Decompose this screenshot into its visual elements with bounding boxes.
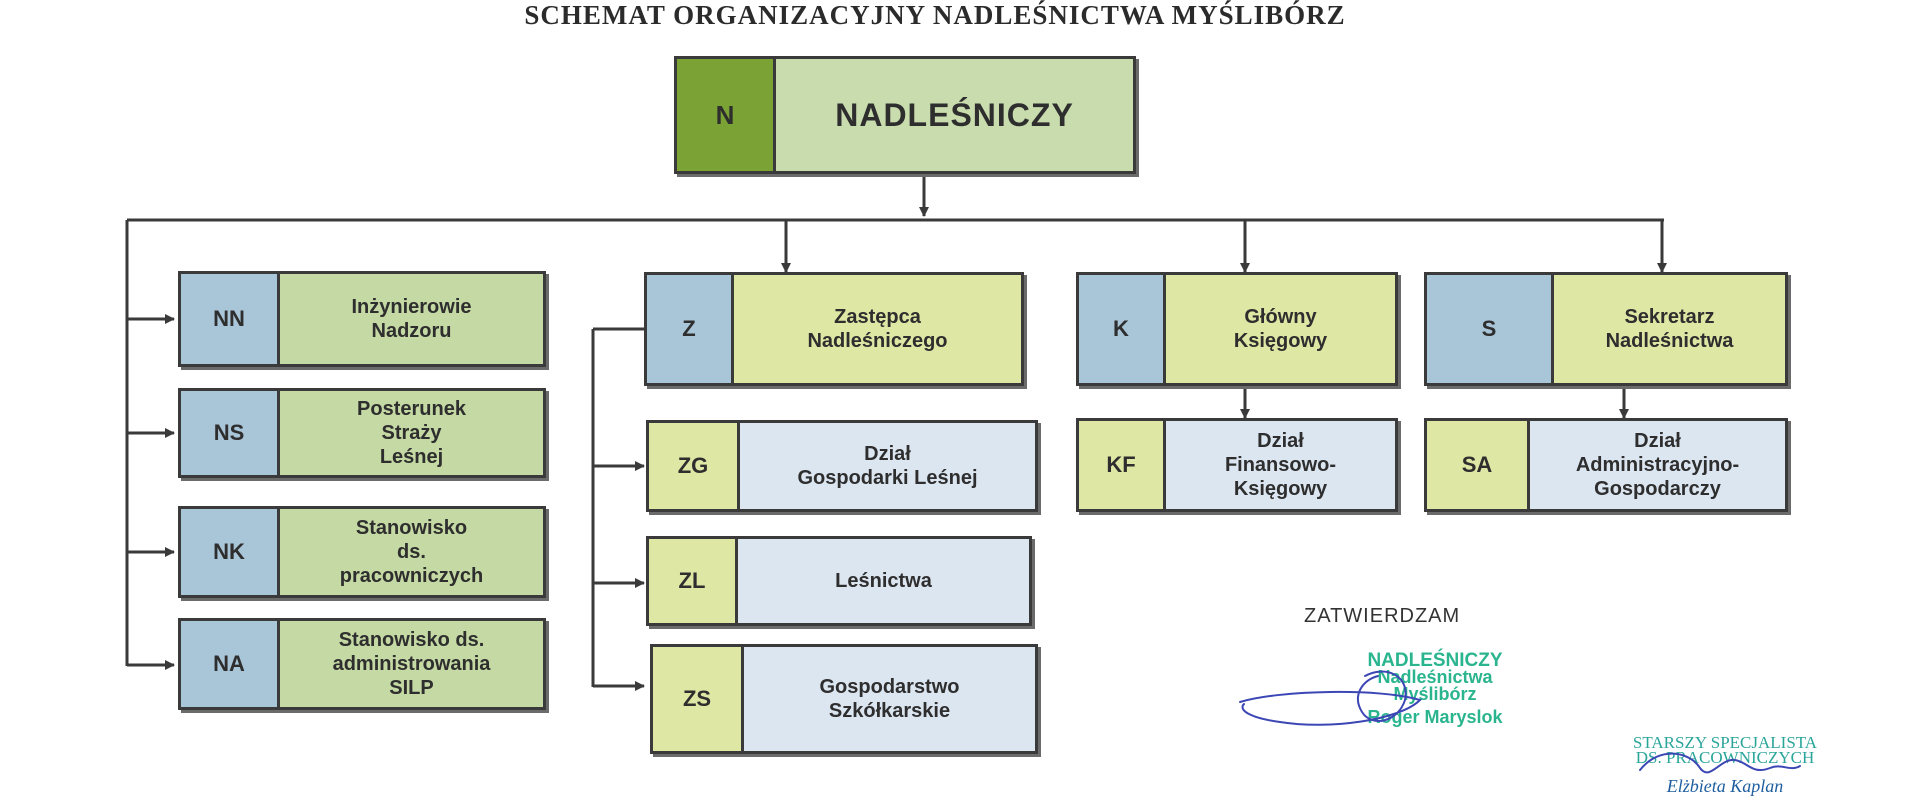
unit-zg: ZG Dział Gospodarki Leśnej: [646, 420, 1038, 512]
unit-zs: ZS Gospodarstwo Szkółkarskie: [650, 644, 1038, 754]
unit-code: ZG: [649, 423, 740, 509]
unit-code: NN: [181, 274, 280, 364]
unit-code: NA: [181, 621, 280, 707]
stamp-line: Nadleśnictwa: [1377, 667, 1493, 687]
unit-code: S: [1427, 275, 1554, 383]
unit-name: Dział Finansowo- Księgowy: [1166, 421, 1395, 509]
unit-name: Stanowisko ds. administrowania SILP: [280, 621, 543, 707]
unit-nk: NK Stanowisko ds. pracowniczych: [178, 506, 546, 598]
unit-name: Posterunek Straży Leśnej: [280, 391, 543, 475]
unit-ns: NS Posterunek Straży Leśnej: [178, 388, 546, 478]
unit-code: K: [1079, 275, 1166, 383]
unit-nn: NN Inżynierowie Nadzoru: [178, 271, 546, 367]
unit-name: Dział Gospodarki Leśnej: [740, 423, 1035, 509]
unit-s: S Sekretarz Nadleśnictwa: [1424, 272, 1788, 386]
unit-k: K Główny Księgowy: [1076, 272, 1398, 386]
unit-name: Sekretarz Nadleśnictwa: [1554, 275, 1785, 383]
stamp-name: Elżbieta Kaplan: [1666, 776, 1784, 796]
chart-title: SCHEMAT ORGANIZACYJNY NADLEŚNICTWA MYŚLI…: [524, 0, 1346, 30]
unit-code: NS: [181, 391, 280, 475]
unit-name: Główny Księgowy: [1166, 275, 1395, 383]
stamp-line: STARSZY SPECJALISTA: [1632, 733, 1818, 752]
unit-name: Gospodarstwo Szkółkarskie: [744, 647, 1035, 751]
unit-code: Z: [647, 275, 734, 383]
unit-code: KF: [1079, 421, 1166, 509]
specialist-signature: [1639, 752, 1801, 774]
unit-kf: KF Dział Finansowo- Księgowy: [1076, 418, 1398, 512]
unit-zl: ZL Leśnictwa: [646, 536, 1032, 626]
unit-code: ZL: [649, 539, 738, 623]
unit-na: NA Stanowisko ds. administrowania SILP: [178, 618, 546, 710]
director-signature: [1239, 670, 1422, 726]
unit-name: NADLEŚNICZY: [776, 59, 1133, 171]
specialist-stamp: STARSZY SPECJALISTA DS. PRACOWNICZYCH El…: [1575, 733, 1875, 796]
unit-z: Z Zastępca Nadleśniczego: [644, 272, 1024, 386]
unit-name: Zastępca Nadleśniczego: [734, 275, 1021, 383]
approval-label: ZATWIERDZAM: [1304, 605, 1461, 627]
unit-name: Inżynierowie Nadzoru: [280, 274, 543, 364]
unit-name: Stanowisko ds. pracowniczych: [280, 509, 543, 595]
unit-name: Leśnictwa: [738, 539, 1029, 623]
stamp-title: NADLEŚNICZY: [1367, 650, 1503, 671]
unit-code: SA: [1427, 421, 1530, 509]
unit-code: ZS: [653, 647, 744, 751]
unit-nadlesniczy: N NADLEŚNICZY: [674, 56, 1136, 174]
stamp-line: DS. PRACOWNICZYCH: [1635, 748, 1815, 767]
unit-code: N: [677, 59, 776, 171]
unit-sa: SA Dział Administracyjno- Gospodarczy: [1424, 418, 1788, 512]
unit-name: Dział Administracyjno- Gospodarczy: [1530, 421, 1785, 509]
unit-code: NK: [181, 509, 280, 595]
